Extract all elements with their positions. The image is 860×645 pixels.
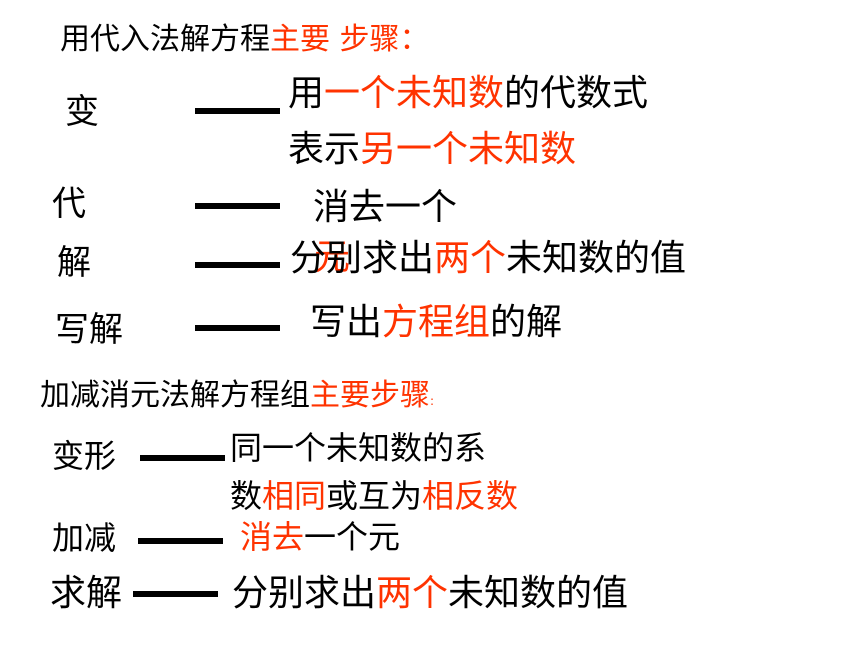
step-label-jie: 解 — [57, 243, 91, 283]
section1-heading-highlight: 主要 步骤 — [270, 22, 400, 57]
step2-label-qiujie: 求解 — [50, 573, 123, 614]
step-dash — [138, 538, 223, 544]
step-dash — [140, 455, 225, 461]
step-label-bian: 变 — [65, 92, 99, 132]
section2-heading: 加减消元法解方程组主要步骤: — [40, 378, 435, 413]
step2-text-bianxing-line2: 数相同或互为相反数 — [230, 477, 519, 515]
section1-heading: 用代入法解方程主要 步骤： — [60, 25, 430, 55]
step2-text-qiujie: 分别求出两个未知数的值 — [232, 573, 629, 614]
step-text-dai: 消去一个 — [313, 187, 458, 228]
step-overlap-yuan: 元 — [314, 237, 351, 278]
step-dash — [195, 325, 280, 331]
step2-text-bianxing-line1: 同一个未知数的系 — [230, 429, 487, 467]
step2-label-jiajian: 加减 — [52, 519, 117, 557]
step-dash — [195, 203, 280, 209]
step-dash — [195, 262, 280, 268]
step-label-xiejie: 写解 — [55, 310, 123, 350]
step-text-xiejie: 写出方程组的解 — [310, 302, 563, 343]
step-dash — [195, 108, 280, 114]
step-text-bian-line1: 用一个未知数的代数式 — [288, 73, 649, 114]
step-text-jie: 分别求出两个未知数的值 — [290, 238, 687, 279]
step2-label-bianxing: 变形 — [52, 437, 117, 475]
step2-text-jiajian: 消去一个元 — [240, 518, 401, 556]
section1-heading-colon: ： — [399, 22, 430, 57]
section1-heading-part1: 用代入法解方程 — [60, 22, 270, 57]
step-dash — [133, 591, 218, 597]
step-label-dai: 代 — [52, 184, 86, 224]
step-text-bian-line2: 表示另一个未知数 — [288, 129, 577, 170]
